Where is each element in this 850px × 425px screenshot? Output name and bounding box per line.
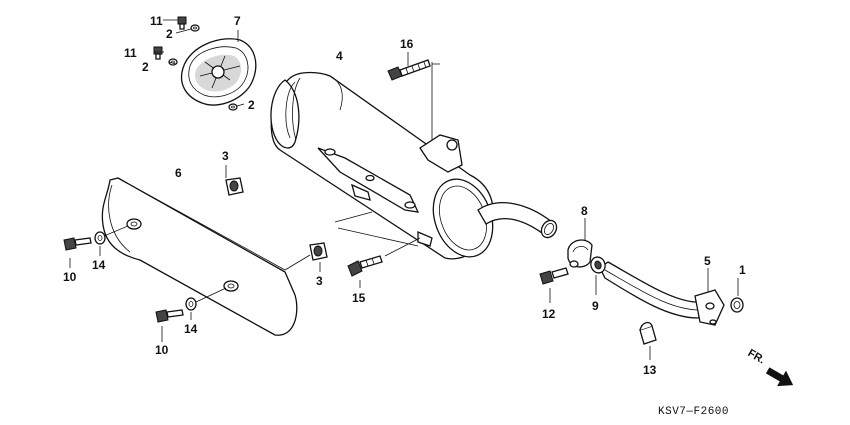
grommet-lower — [309, 242, 328, 261]
mount-bolt-lower — [347, 255, 383, 277]
exhaust-gasket — [730, 297, 744, 313]
cap-nut — [639, 321, 657, 345]
front-arrow-icon — [765, 367, 794, 387]
cap-bolt-upper — [177, 16, 187, 30]
label-part-3-lower: 3 — [316, 274, 323, 288]
diagram-code: KSV7—F2600 — [658, 406, 729, 418]
leader-lines-grommet — [225, 165, 321, 272]
label-part-9: 9 — [592, 299, 599, 313]
label-part-1: 1 — [739, 263, 746, 277]
label-part-10-lower: 10 — [155, 343, 169, 357]
label-part-4: 4 — [336, 49, 343, 63]
label-part-16: 16 — [400, 37, 414, 51]
leader-lines-bolt16 — [407, 52, 440, 140]
cap-washer-upper — [190, 24, 200, 32]
exhaust-pipe — [599, 261, 725, 326]
label-part-14-left: 14 — [92, 258, 106, 272]
label-part-14-lower: 14 — [184, 322, 198, 336]
leader-lines-pipe — [549, 218, 739, 360]
label-part-6: 6 — [175, 166, 182, 180]
grommet-upper — [225, 177, 244, 196]
label-part-8: 8 — [581, 204, 588, 218]
cap-washer-lower — [228, 103, 238, 111]
label-part-12: 12 — [542, 307, 556, 321]
cap-bolt-middle — [153, 46, 163, 60]
label-part-11-middle: 11 — [124, 46, 137, 60]
leader-lines-cap — [154, 19, 245, 107]
heat-shield — [101, 177, 298, 336]
pipe-clamp — [567, 239, 593, 268]
pipe-gasket — [590, 256, 606, 274]
leader-lines-bolt15 — [334, 211, 421, 288]
label-part-2-lower: 2 — [248, 98, 255, 112]
clamp-bolt — [539, 267, 569, 285]
label-part-13: 13 — [643, 363, 657, 377]
front-direction-label: FR. — [746, 347, 767, 366]
label-part-15: 15 — [352, 291, 366, 305]
muffler-end-cap — [180, 38, 257, 106]
label-part-2-middle: 2 — [142, 60, 149, 74]
label-part-11-upper: 11 — [150, 14, 163, 28]
shield-bolt-left — [63, 237, 92, 251]
label-part-2-upper: 2 — [166, 27, 173, 41]
label-part-5: 5 — [704, 254, 711, 268]
label-part-7: 7 — [234, 14, 241, 28]
muffler-body — [270, 71, 494, 260]
shield-bolt-lower — [155, 309, 184, 323]
label-part-3-upper: 3 — [222, 149, 229, 163]
shield-washer-left — [94, 231, 106, 245]
front-direction-indicator: FR. — [746, 347, 794, 387]
shield-washer-lower — [185, 297, 197, 311]
label-part-10-left: 10 — [63, 270, 77, 284]
mount-bolt-upper — [387, 59, 431, 81]
leader-lines-shield-bolts — [69, 225, 227, 342]
muffler-inlet-pipe — [477, 202, 558, 239]
